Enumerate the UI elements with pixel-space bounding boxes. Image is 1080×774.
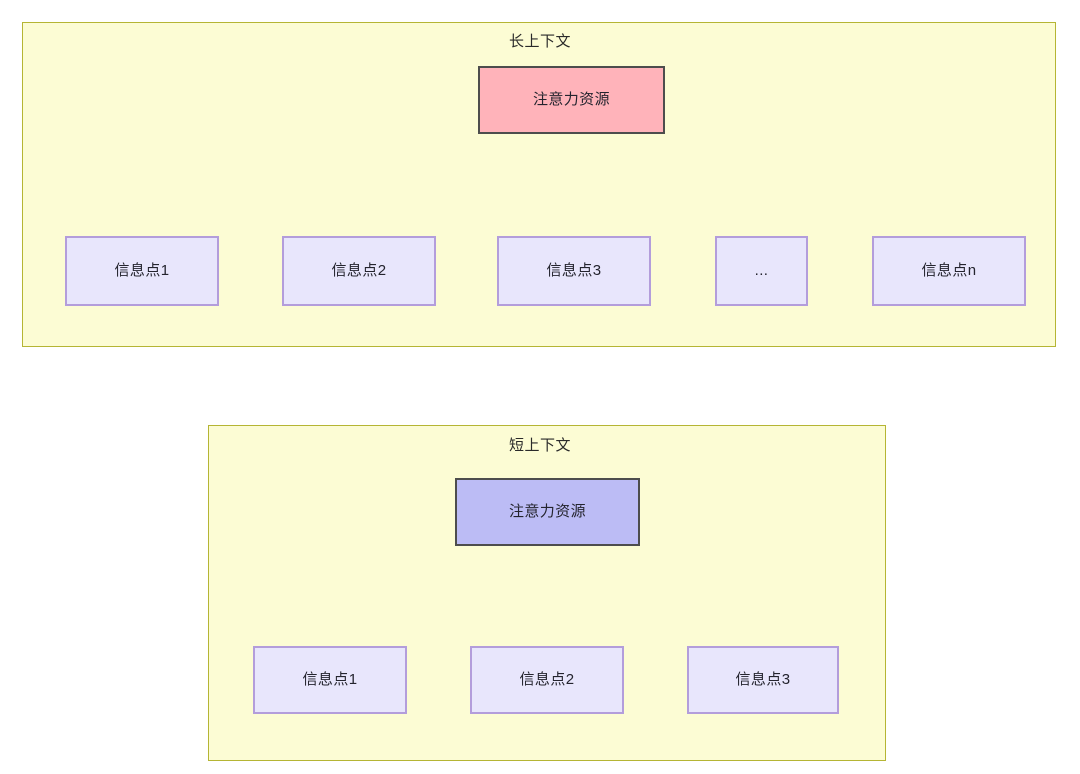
panel-title-long-context: 长上下文 [508, 33, 571, 50]
panel-title-short-context: 短上下文 [508, 437, 571, 454]
leaf-node[interactable]: 信息点3 [687, 646, 839, 714]
leaf-node[interactable]: 信息点2 [470, 646, 624, 714]
leaf-node[interactable]: 信息点1 [253, 646, 407, 714]
root-node-long-context[interactable]: 注意力资源 [478, 66, 665, 134]
leaf-node[interactable]: ... [715, 236, 808, 306]
leaf-node[interactable]: 信息点2 [282, 236, 436, 306]
leaf-node[interactable]: 信息点1 [65, 236, 219, 306]
root-node-short-context[interactable]: 注意力资源 [455, 478, 640, 546]
leaf-node[interactable]: 信息点3 [497, 236, 651, 306]
leaf-node[interactable]: 信息点n [872, 236, 1026, 306]
